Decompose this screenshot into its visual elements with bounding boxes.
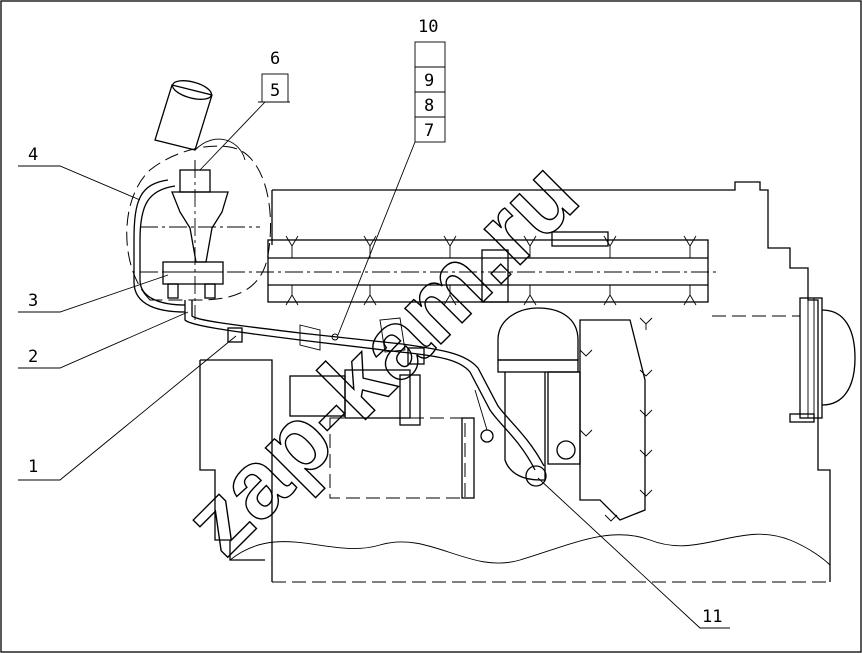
callout-8: 8 bbox=[424, 96, 434, 116]
crankshaft-pulley bbox=[789, 297, 856, 423]
watermark: zap-kam.ru bbox=[164, 141, 598, 575]
callout-6: 6 bbox=[270, 49, 280, 69]
callout-7: 7 bbox=[424, 121, 434, 141]
oil-drain-pipe bbox=[133, 179, 545, 471]
callout-9: 9 bbox=[424, 71, 434, 91]
engine-block bbox=[199, 181, 831, 583]
leader-lines bbox=[18, 41, 730, 629]
callout-3: 3 bbox=[28, 291, 38, 311]
callout-11: 11 bbox=[702, 607, 722, 627]
callout-4: 4 bbox=[28, 145, 38, 165]
callout-1: 1 bbox=[28, 457, 38, 477]
turbocharger bbox=[126, 80, 272, 320]
callout-2: 2 bbox=[28, 347, 38, 367]
callout-10: 10 bbox=[418, 17, 438, 37]
oil-filter bbox=[497, 307, 653, 522]
callouts: 1 2 3 4 5 6 7 8 9 10 11 bbox=[28, 17, 722, 627]
callout-5: 5 bbox=[270, 81, 280, 101]
starter-motor bbox=[289, 369, 494, 499]
